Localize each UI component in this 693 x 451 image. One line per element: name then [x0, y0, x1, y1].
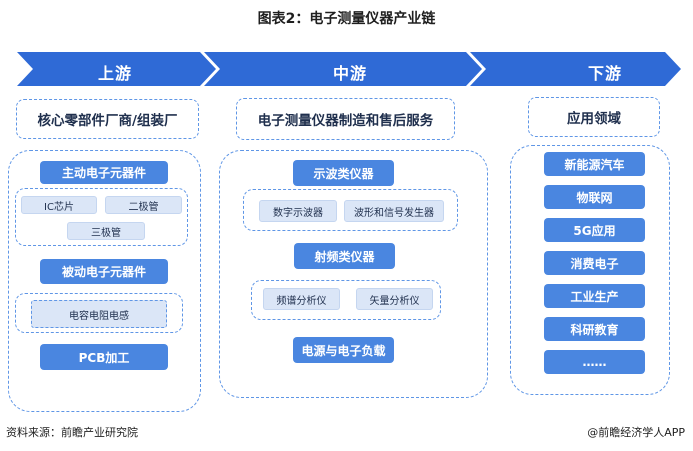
app-5g: 5G应用	[544, 218, 645, 242]
chip-diode: 二极管	[105, 196, 182, 214]
power-label: 电源与电子负载	[301, 343, 386, 358]
chip-digital-oscilloscope: 数字示波器	[259, 200, 337, 222]
chip-ic-label: IC芯片	[44, 201, 74, 213]
chip-transistor: 三极管	[67, 222, 145, 240]
rf-box: 射频类仪器	[294, 243, 395, 269]
source-note: 资料来源：前瞻产业研究院	[6, 426, 138, 439]
passive-components-label: 被动电子元器件	[61, 265, 146, 279]
pcb-box: PCB加工	[40, 344, 168, 370]
active-components-label: 主动电子元器件	[61, 166, 146, 180]
chip-spectrum-analyzer: 频谱分析仪	[263, 288, 340, 310]
chip-spectrum-analyzer-label: 频谱分析仪	[276, 295, 327, 307]
chevron-midstream	[204, 52, 482, 86]
oscilloscope-label: 示波类仪器	[313, 166, 374, 181]
rf-label: 射频类仪器	[314, 249, 375, 264]
chevron-downstream	[470, 52, 681, 86]
chip-ic: IC芯片	[21, 196, 97, 214]
app-iot: 物联网	[544, 185, 645, 209]
midstream-header: 电子测量仪器制造和售后服务	[236, 98, 455, 140]
chip-signal-generator-label: 波形和信号发生器	[354, 207, 434, 219]
stage-upstream-label: 上游	[97, 64, 132, 83]
app-ev: 新能源汽车	[544, 152, 645, 176]
app-more-label: ……	[582, 355, 607, 369]
chip-rlc: 电容电阻电感	[31, 300, 167, 328]
app-consumer-electronics-label: 消费电子	[570, 256, 619, 271]
chip-digital-oscilloscope-label: 数字示波器	[273, 207, 323, 219]
app-ev-label: 新能源汽车	[564, 157, 625, 172]
chip-rlc-label: 电容电阻电感	[69, 310, 129, 322]
pcb-label: PCB加工	[78, 350, 130, 365]
chip-vector-analyzer-label: 矢量分析仪	[369, 295, 420, 307]
downstream-header: 应用领域	[528, 97, 660, 137]
app-research-education: 科研教育	[544, 317, 645, 341]
upstream-header-text: 核心零部件厂商/组装厂	[37, 113, 178, 129]
app-research-education-label: 科研教育	[570, 322, 619, 337]
app-iot-label: 物联网	[576, 190, 613, 205]
stage-downstream-label: 下游	[587, 64, 622, 83]
oscilloscope-box: 示波类仪器	[293, 160, 394, 186]
chip-transistor-label: 三极管	[91, 227, 121, 239]
chip-diode-label: 二极管	[128, 201, 159, 213]
power-box: 电源与电子负载	[293, 337, 394, 363]
upstream-header: 核心零部件厂商/组装厂	[16, 99, 199, 139]
stage-midstream-label: 中游	[332, 64, 367, 83]
app-5g-label: 5G应用	[573, 223, 616, 238]
midstream-header-text: 电子测量仪器制造和售后服务	[257, 113, 434, 129]
page-title: 图表2：电子测量仪器产业链	[257, 11, 436, 27]
app-industrial-label: 工业生产	[570, 289, 619, 304]
app-industrial: 工业生产	[544, 284, 645, 308]
chip-vector-analyzer: 矢量分析仪	[356, 288, 433, 310]
chip-signal-generator: 波形和信号发生器	[344, 200, 444, 222]
active-components-box: 主动电子元器件	[40, 161, 168, 184]
chevron-upstream	[17, 52, 216, 86]
brand-note: @前瞻经济学人APP	[587, 426, 685, 439]
passive-components-box: 被动电子元器件	[40, 259, 168, 284]
app-consumer-electronics: 消费电子	[544, 251, 645, 275]
app-more: ……	[544, 350, 645, 374]
downstream-header-text: 应用领域	[567, 111, 621, 127]
stage-banner	[17, 52, 681, 86]
